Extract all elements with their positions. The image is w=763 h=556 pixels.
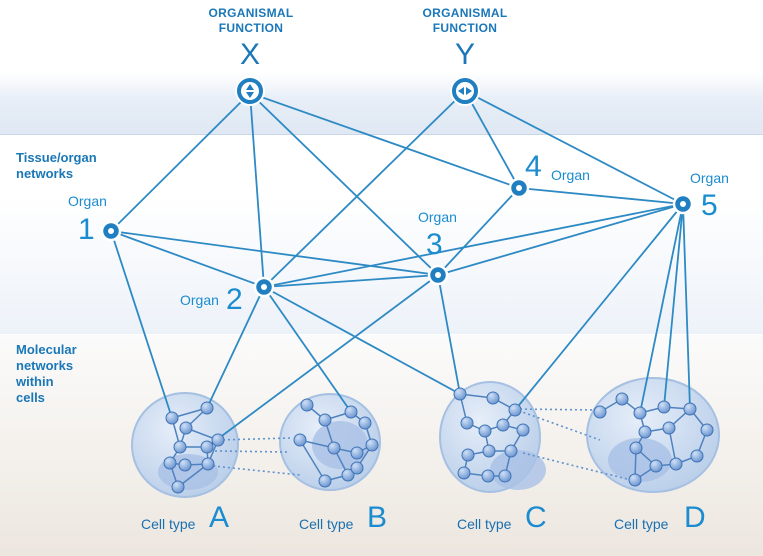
nucleus-c [490, 450, 546, 490]
intercell-links [212, 408, 636, 482]
vertical-arrows-icon [246, 84, 254, 98]
tissue-band-shade [0, 196, 763, 334]
tissue-label-line2: networks [16, 166, 74, 181]
molecular-label-line1: Molecular [16, 342, 77, 357]
cell-d-word: Cell type [614, 516, 669, 532]
function-x-label-line1: ORGANISMAL [208, 6, 294, 20]
function-y-label-line1: ORGANISMAL [422, 6, 508, 20]
organ-4-number: 4 [525, 150, 542, 183]
organ-node-4 [508, 177, 530, 199]
organ-3-word: Organ [418, 209, 457, 225]
cell-a-letter: A [209, 501, 230, 534]
organ-links [110, 90, 691, 448]
organ-4-word: Organ [551, 167, 590, 183]
function-y-label-line2: FUNCTION [432, 21, 498, 35]
organ-node-5 [672, 193, 694, 215]
organ-1-word: Organ [68, 193, 107, 209]
molecular-label-line2: networks [16, 358, 74, 373]
organ-node-1 [100, 220, 122, 242]
cell-d [586, 377, 720, 493]
organ-node-2 [253, 276, 275, 298]
cell-c-letter: C [525, 501, 547, 534]
function-x-label-line2: FUNCTION [218, 21, 284, 35]
organ-5-word: Organ [690, 170, 729, 186]
function-y-node [450, 76, 480, 106]
function-x-node [235, 76, 265, 106]
function-y-letter: Y [454, 38, 475, 71]
organ-5-number: 5 [701, 189, 718, 222]
organ-1-number: 1 [78, 213, 95, 246]
organ-node-3 [427, 264, 449, 286]
tissue-networks-label: Tissue/organ networks [16, 150, 97, 182]
tissue-label-line1: Tissue/organ [16, 150, 97, 165]
organ-2-number: 2 [226, 283, 243, 316]
cell-d-letter: D [684, 501, 706, 534]
molecular-networks-label: Molecular networks within cells [16, 342, 77, 406]
cell-b-letter: B [367, 501, 388, 534]
molecule-nodes [163, 387, 714, 494]
function-x-letter: X [239, 38, 260, 71]
function-x-label: ORGANISMAL FUNCTION [186, 6, 316, 36]
molecular-label-line3: within [16, 374, 54, 389]
organ-2-word: Organ [180, 292, 219, 308]
molecular-label-line4: cells [16, 390, 45, 405]
cell-c-word: Cell type [457, 516, 512, 532]
horizontal-arrows-icon [458, 87, 472, 95]
function-y-label: ORGANISMAL FUNCTION [400, 6, 530, 36]
organ-3-number: 3 [426, 228, 443, 261]
cell-b-word: Cell type [299, 516, 354, 532]
cell-a-word: Cell type [141, 516, 196, 532]
function-band [0, 72, 763, 134]
